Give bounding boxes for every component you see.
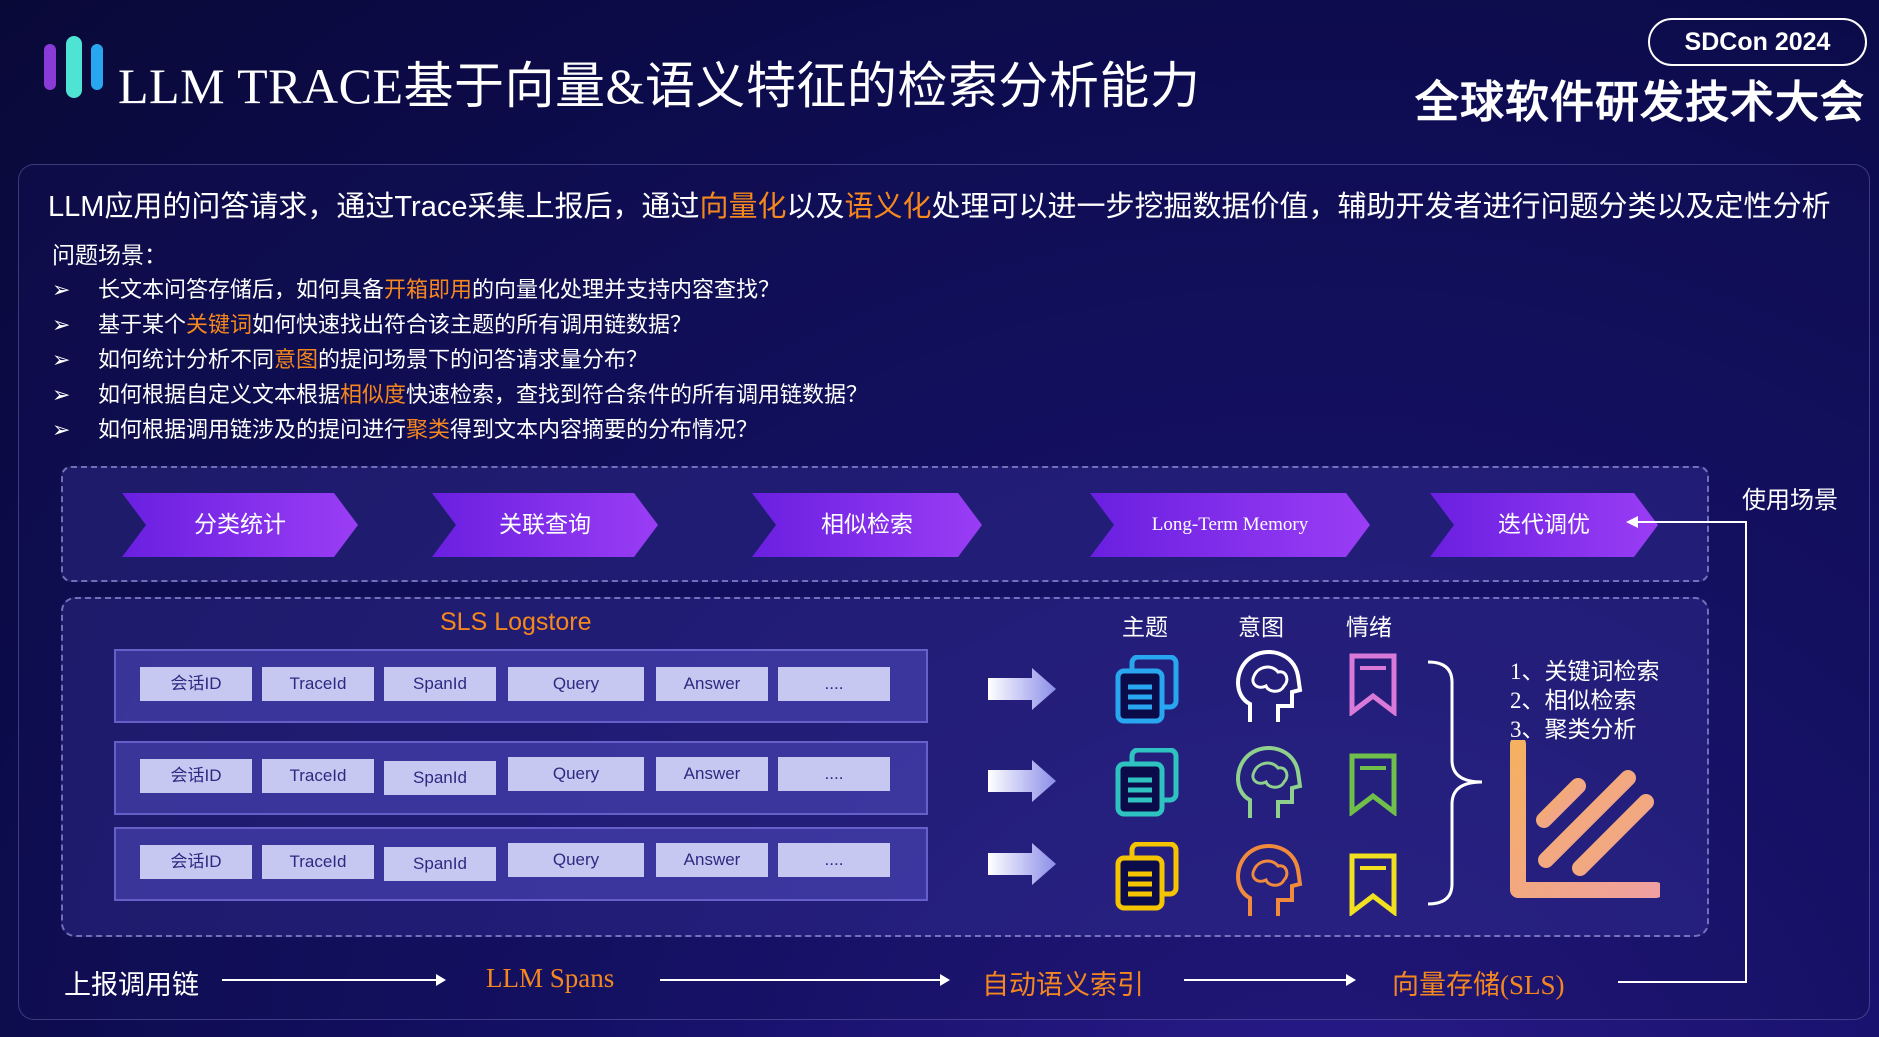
right-arrow-icon: [988, 668, 1056, 710]
brain-head-icon: [1236, 844, 1303, 916]
event-badge: SDCon 2024: [1648, 18, 1867, 66]
logo-bar-purple: [44, 44, 56, 90]
cell-span-id: SpanId: [384, 847, 496, 881]
intro-highlight-vector: 向量化: [699, 191, 787, 223]
document-icon: [1115, 842, 1179, 911]
cell-trace-id: TraceId: [262, 667, 374, 701]
bullet-arrow-icon: ➢: [52, 348, 71, 373]
flow-step-report: 上报调用链: [64, 970, 199, 1000]
cell-session-id: 会话ID: [140, 667, 252, 701]
cell-more: ....: [778, 757, 890, 791]
logo-bar-blue: [91, 44, 103, 90]
chevron-shape: [432, 493, 658, 557]
scenario-item: ➢ 如何根据自定义文本根据相似度快速检索，查找到符合条件的所有调用链数据？: [52, 377, 868, 409]
bullet-arrow-icon: ➢: [52, 313, 71, 338]
cluster-chart-icon: [1510, 740, 1660, 898]
scenario-text: 基于某个: [98, 313, 187, 338]
flow-step-spans: LLM Spans: [486, 963, 615, 993]
cell-trace-id: TraceId: [262, 845, 374, 879]
usage-label: 使用场景: [1742, 487, 1838, 514]
usage-step: 分类统计: [194, 512, 286, 538]
analysis-item: 1、关键词检索: [1510, 659, 1660, 684]
brain-head-icon: [1236, 746, 1303, 818]
header-emotion: 情绪: [1346, 614, 1392, 640]
logstore-row: 会话ID TraceId SpanId Query Answer ....: [114, 649, 928, 723]
analysis-item: 2、相似检索: [1510, 688, 1637, 713]
right-arrow-icon: [988, 843, 1056, 885]
usage-step: 关联查询: [499, 512, 591, 538]
flow-arrow-icon: [222, 974, 446, 986]
bookmark-icon: [1349, 653, 1397, 716]
analysis-item: 3、聚类分析: [1510, 717, 1637, 742]
logstore-title: SLS Logstore: [440, 608, 592, 636]
logo-bar-cyan: [66, 36, 82, 98]
logstore-row: 会话ID TraceId SpanId Query Answer ....: [114, 827, 928, 901]
scenario-highlight: 聚类: [406, 418, 451, 443]
intro-text-1: LLM应用的问答请求，通过Trace采集上报后，通过: [48, 191, 700, 223]
bookmark-icon: [1349, 853, 1397, 916]
chevron-shape: [122, 493, 358, 557]
cell-more: ....: [778, 843, 890, 877]
chevron-shape: [1090, 493, 1370, 557]
intro-headline: LLM应用的问答请求，通过Trace采集上报后，通过向量化以及语义化处理可以进一…: [48, 183, 1831, 225]
bullet-arrow-icon: ➢: [52, 278, 71, 303]
scenario-text: 如何根据自定义文本根据: [98, 383, 341, 408]
brain-head-icon: [1236, 650, 1303, 722]
document-icon: [1115, 655, 1179, 724]
logstore-row: 会话ID TraceId SpanId Query Answer ....: [114, 741, 928, 815]
scenario-highlight: 意图: [274, 348, 319, 373]
scenario-text: 如何快速找出符合该主题的所有调用链数据？: [252, 313, 693, 338]
bullet-arrow-icon: ➢: [52, 383, 71, 408]
scenario-item: ➢ 如何统计分析不同意图的提问场景下的问答请求量分布？: [52, 342, 648, 374]
scenario-title: 问题场景：: [52, 243, 167, 269]
header-topic: 主题: [1122, 614, 1168, 640]
scenario-text: 长文本问答存储后，如何具备: [98, 278, 385, 303]
flow-step-storage: 向量存储(SLS): [1392, 970, 1565, 1000]
cell-query: Query: [508, 667, 644, 701]
scenario-highlight: 开箱即用: [384, 278, 473, 303]
intro-highlight-semantic: 语义化: [844, 191, 932, 223]
chevron-shape: [752, 493, 982, 557]
flow-step-index: 自动语义索引: [982, 970, 1144, 1000]
flow-arrow-icon: [660, 974, 950, 986]
scenario-text: 快速检索，查找到符合条件的所有调用链数据？: [406, 383, 869, 408]
cell-more: ....: [778, 667, 890, 701]
usage-step: Long-Term Memory: [1151, 514, 1309, 535]
scenario-text: 的提问场景下的问答请求量分布？: [318, 348, 649, 373]
scenario-text: 得到文本内容摘要的分布情况？: [450, 418, 759, 443]
cell-answer: Answer: [656, 757, 768, 791]
scenario-item: ➢ 长文本问答存储后，如何具备开箱即用的向量化处理并支持内容查找？: [52, 272, 780, 304]
scenario-text: 的向量化处理并支持内容查找？: [472, 278, 781, 303]
flow-arrow-icon: [1184, 974, 1356, 986]
intro-text-3: 处理可以进一步挖掘数据价值，辅助开发者进行问题分类以及定性分析: [931, 191, 1831, 223]
page-title: LLM TRACE基于向量&语义特征的检索分析能力: [118, 58, 1201, 114]
conference-name: 全球软件研发技术大会: [1415, 78, 1865, 127]
bookmark-icon: [1349, 753, 1397, 816]
scenario-text: 如何根据调用链涉及的提问进行: [98, 418, 407, 443]
cell-session-id: 会话ID: [140, 845, 252, 879]
brace-shape: [1427, 660, 1483, 906]
usage-step: 迭代调优: [1498, 512, 1590, 538]
cell-query: Query: [508, 843, 644, 877]
cell-session-id: 会话ID: [140, 759, 252, 793]
cell-trace-id: TraceId: [262, 759, 374, 793]
cell-answer: Answer: [656, 843, 768, 877]
feedback-loop-line: [1618, 516, 1747, 983]
cell-span-id: SpanId: [384, 667, 496, 701]
bullet-arrow-icon: ➢: [52, 418, 71, 443]
right-arrow-icon: [988, 760, 1056, 802]
document-icon: [1115, 748, 1179, 817]
scenario-item: ➢ 基于某个关键词如何快速找出符合该主题的所有调用链数据？: [52, 307, 692, 339]
cell-query: Query: [508, 757, 644, 791]
cell-span-id: SpanId: [384, 761, 496, 795]
scenario-text: 如何统计分析不同: [98, 348, 275, 373]
header-intent: 意图: [1238, 614, 1284, 640]
usage-step: 相似检索: [821, 512, 913, 538]
cell-answer: Answer: [656, 667, 768, 701]
chevron-shape: [1430, 493, 1658, 557]
scenario-item: ➢ 如何根据调用链涉及的提问进行聚类得到文本内容摘要的分布情况？: [52, 412, 758, 444]
scenario-highlight: 关键词: [186, 313, 253, 338]
intro-text-2: 以及: [786, 191, 845, 223]
scenario-highlight: 相似度: [340, 383, 407, 408]
